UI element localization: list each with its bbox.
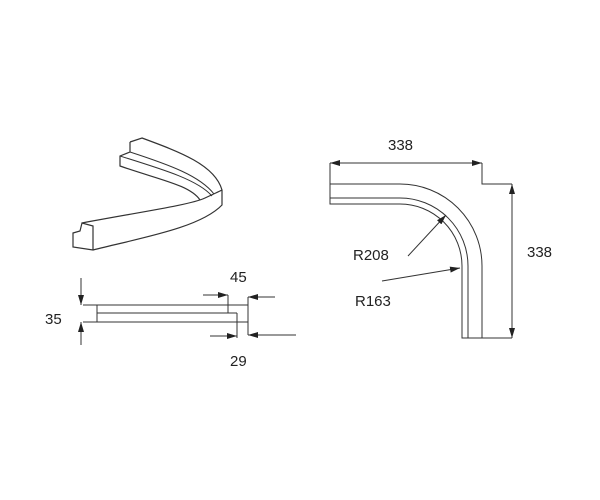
width-dimension: 338 bbox=[388, 137, 413, 154]
bottom-width-dimension: 29 bbox=[230, 353, 247, 370]
outer-radius-label: R208 bbox=[353, 247, 389, 264]
inner-radius-label: R163 bbox=[355, 293, 391, 310]
side-view: 35 45 29 bbox=[45, 269, 296, 370]
isometric-view bbox=[72, 137, 223, 251]
height-dimension: 338 bbox=[527, 244, 552, 261]
plan-view: 338 338 R208 R163 bbox=[329, 137, 552, 339]
top-width-dimension: 45 bbox=[230, 269, 247, 286]
height-dimension: 35 bbox=[45, 311, 62, 328]
